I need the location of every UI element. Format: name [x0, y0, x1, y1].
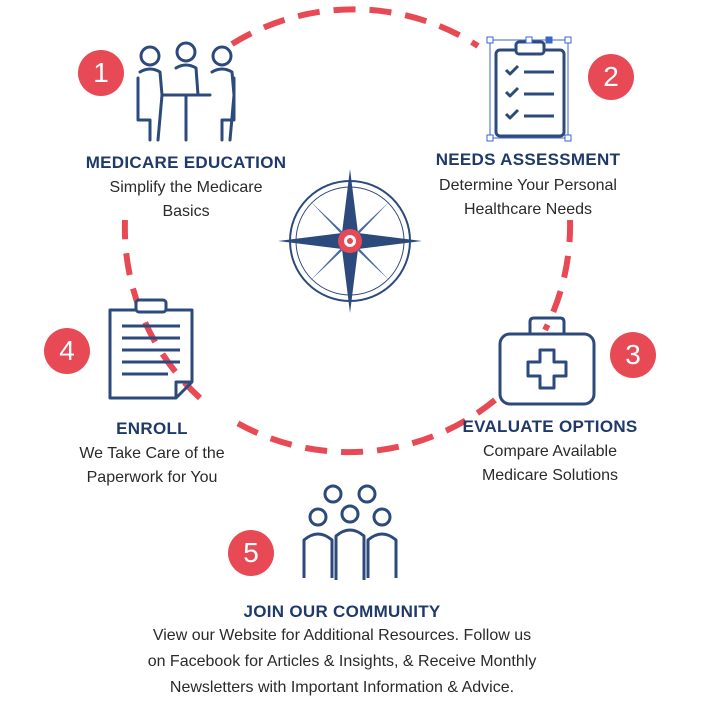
- community-group-icon: [302, 484, 398, 580]
- document-clipboard-icon: [108, 298, 194, 400]
- step-3-line1: Compare Available: [482, 443, 617, 460]
- step-5-line1: View our Website for Additional Resource…: [152, 627, 532, 644]
- step-5-line3: Newsletters with Important Information &…: [169, 679, 515, 696]
- step-3-title: EVALUATE OPTIONS: [462, 417, 638, 436]
- step-4-title: ENROLL: [116, 419, 188, 438]
- clipboard-checklist-icon: [494, 40, 566, 138]
- step-1-title: MEDICARE EDUCATION: [85, 153, 287, 172]
- step-3-line2: Medicare Solutions: [481, 467, 619, 484]
- step-1-line1: Simplify the Medicare: [109, 179, 263, 196]
- step-5-line2: on Facebook for Articles & Insights, & R…: [147, 653, 537, 670]
- step-4-line1: We Take Care of the: [79, 445, 225, 462]
- people-at-table-icon: [136, 41, 236, 142]
- compass-icon: [278, 169, 422, 313]
- step-2-line1: Determine Your Personal: [439, 177, 617, 194]
- step-5-badge: 5: [228, 530, 274, 576]
- medical-kit-icon: [498, 316, 596, 406]
- step-2-title: NEEDS ASSESSMENT: [435, 150, 621, 169]
- step-4-line2: Paperwork for You: [86, 469, 218, 486]
- selection-frame: [486, 36, 572, 142]
- step-2-line2: Healthcare Needs: [463, 201, 593, 218]
- dashed-cycle-ring: [121, 6, 574, 456]
- step-3-badge: 3: [610, 332, 656, 378]
- step-1-line2: Basics: [162, 203, 210, 220]
- step-4-badge: 4: [44, 328, 90, 374]
- step-1-badge: 1: [78, 50, 124, 96]
- step-5-title: JOIN OUR COMMUNITY: [243, 602, 441, 621]
- step-2-badge: 2: [588, 54, 634, 100]
